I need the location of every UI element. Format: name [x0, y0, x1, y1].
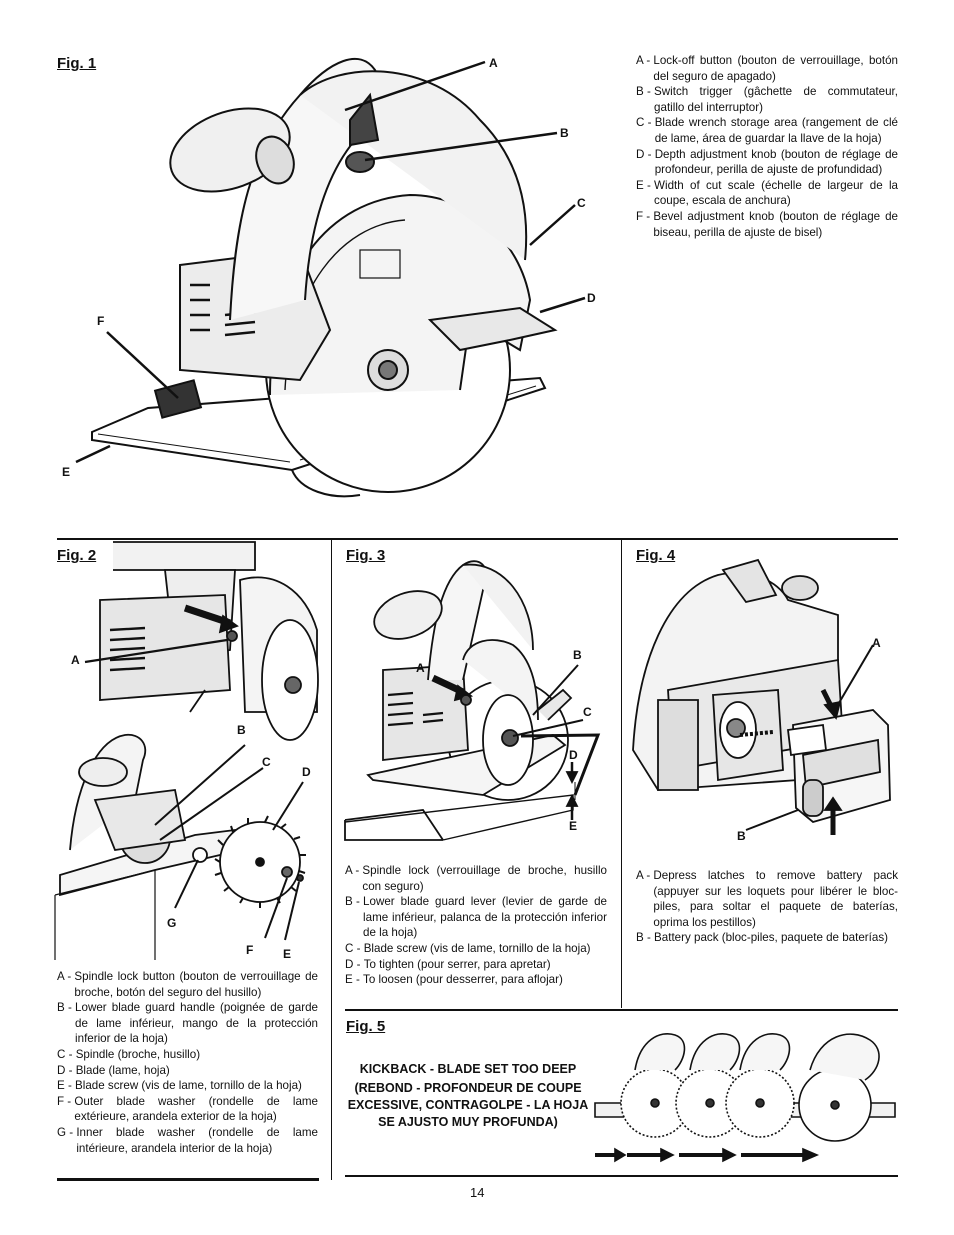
- fig3-legend-item-d: D - To tighten (pour serrer, para apreta…: [345, 957, 551, 971]
- fig1-callout-b: B: [560, 126, 569, 140]
- fig2-callout-b: B: [237, 723, 246, 737]
- kickback-warning-title: KICKBACK - BLADE SET TOO DEEP: [359, 1062, 577, 1076]
- fig4-illustration: [632, 558, 891, 835]
- fig3-legend-item-c: C - Blade screw (vis de lame, tornillo d…: [345, 941, 591, 955]
- fig1-legend-item-c: C - Blade wrench storage area (rangement…: [636, 116, 898, 145]
- fig3-callout-d: D: [569, 748, 578, 762]
- kickback-warning-translation: (REBOND - PROFONDEUR DE COUPE EXCESSIVE,…: [347, 1081, 589, 1129]
- fig4-legend: A - Depress latches to remove battery pa…: [636, 868, 898, 946]
- fig2-callout-a: A: [71, 653, 80, 667]
- fig3-legend-item-a: A - Spindle lock (verrouillage de broche…: [345, 864, 607, 893]
- fig5-kickback-illustration: [594, 1033, 896, 1163]
- fig2-legend-item-g: G - Inner blade washer (rondelle de lame…: [57, 1125, 318, 1155]
- fig2-callout-c: C: [262, 755, 271, 769]
- fig2-title: Fig. 2: [57, 547, 97, 564]
- fig1-callout-f: F: [97, 314, 105, 328]
- fig2-callout-d: D: [302, 765, 311, 779]
- fig1-title: Fig. 1: [57, 55, 97, 72]
- fig2-legend-item-a: A - Spindle lock button (bouton de verro…: [57, 970, 318, 999]
- fig3-legend: A - Spindle lock (verrouillage de broche…: [345, 863, 607, 988]
- fig2-callout-g: G: [167, 916, 177, 930]
- fig3-legend-item-e: E - To loosen (pour desserrer, para aflo…: [345, 973, 563, 987]
- fig2-illustration: [54, 541, 319, 960]
- fig1-callout-c: C: [577, 196, 586, 210]
- fig2-legend: A - Spindle lock button (bouton de verro…: [57, 969, 318, 1156]
- fig4-callout-a: A: [872, 636, 881, 650]
- fig4-title: Fig. 4: [636, 547, 676, 564]
- fig1-legend-item-f: F - Bevel adjustment knob (bouton de rég…: [636, 209, 898, 239]
- fig4-legend-item-a: A - Depress latches to remove battery pa…: [636, 869, 898, 929]
- fig3-title: Fig. 3: [346, 547, 386, 564]
- fig1-callout-d: D: [587, 291, 596, 305]
- fig1-callout-e: E: [62, 465, 71, 479]
- fig1-callout-a: A: [489, 56, 498, 70]
- fig4-callout-b: B: [737, 829, 746, 843]
- column-divider-1: [331, 540, 332, 1180]
- column-divider-2: [621, 540, 622, 1008]
- fig1-legend-item-b: B - Switch trigger (gâchette de commutat…: [636, 85, 898, 114]
- fig4-legend-item-b: B - Battery pack (bloc-piles, paquete de…: [636, 931, 888, 945]
- fig2-legend-item-d: D - Blade (lame, hoja): [57, 1063, 170, 1077]
- fig2-callout-e: E: [283, 947, 292, 961]
- fig1-legend-item-a: A - Lock-off button (bouton de verrouill…: [636, 54, 898, 83]
- fig1-legend-item-d: D - Depth adjustment knob (bouton de rég…: [636, 147, 898, 177]
- fig2-legend-item-e: E - Blade screw (vis de lame, tornillo d…: [57, 1079, 302, 1093]
- fig1-legend-item-e: E - Width of cut scale (échelle de large…: [636, 178, 898, 208]
- fig3-callout-e: E: [569, 819, 578, 833]
- fig3-callout-c: C: [583, 705, 592, 719]
- fig3-callout-b: B: [573, 648, 582, 662]
- fig1-legend: A - Lock-off button (bouton de verrouill…: [636, 53, 898, 240]
- fig2-bottom-rule: [57, 1178, 319, 1181]
- fig5-title: Fig. 5: [346, 1018, 386, 1035]
- fig3-illustration: [344, 560, 601, 841]
- fig2-legend-item-b: B - Lower blade guard handle (poignée de…: [57, 1001, 318, 1046]
- fig2-legend-item-f: F - Outer blade washer (rondelle de lame…: [57, 1094, 318, 1124]
- fig2-legend-item-c: C - Spindle (broche, husillo): [57, 1047, 201, 1061]
- fig3-callout-a: A: [416, 661, 425, 675]
- fig5-top-rule: [345, 1009, 898, 1011]
- page-number: 14: [470, 1185, 485, 1200]
- fig3-legend-item-b: B - Lower blade guard lever (levier de g…: [345, 895, 607, 940]
- fig1-saw-illustration: [75, 57, 586, 498]
- fig2-callout-f: F: [246, 943, 254, 957]
- fig5-bottom-rule: [345, 1175, 898, 1177]
- section-divider-top: [57, 538, 898, 540]
